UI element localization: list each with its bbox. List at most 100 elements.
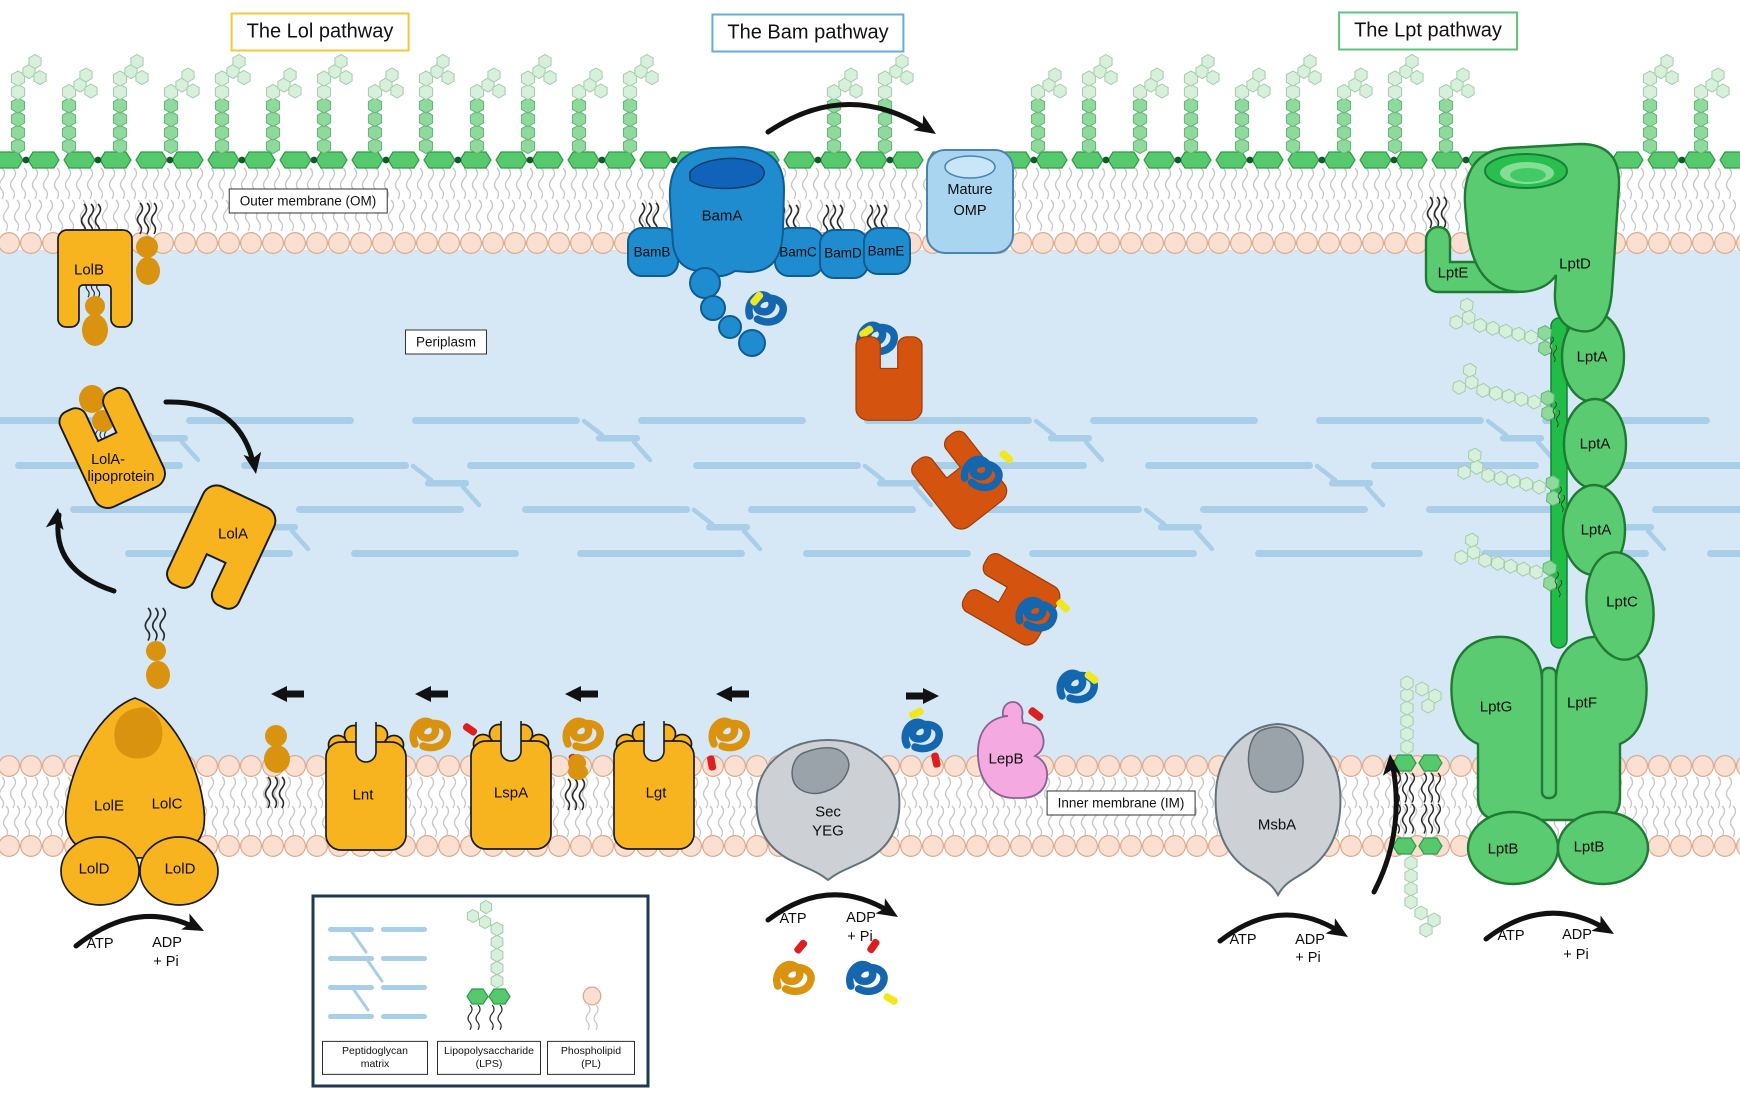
title-lpt-pathway: The Lpt pathway [1338,11,1518,51]
beta-signal [1084,671,1099,684]
outer-membrane-label: Outer membrane (OM) [228,188,388,214]
adp-label: ADP [152,934,182,951]
legend-phospholipid-line1: Phospholipid [560,1044,622,1057]
mature-omp-label-2: OMP [953,202,987,219]
msbA-flip-arrow [1371,759,1399,895]
lps-on-bridge [1454,532,1563,598]
lptC-label: LptC [1606,593,1638,611]
legend-phospholipid-label: Phospholipid (PL) [547,1040,635,1076]
lps-on-bridge [1449,297,1558,363]
cleaved-signal-peptide [1028,707,1044,721]
bamE-protein [863,227,911,275]
beta-signal [908,707,924,719]
atp-label: ATP [779,910,807,927]
sec-label-2: YEG [812,822,844,840]
lipoprotein-cargo [82,296,108,346]
beta-signal [750,291,764,306]
signal-peptide [707,755,717,771]
legend-peptidoglycan-label: Peptidoglycan matrix [322,1040,428,1076]
lptD-opening-lumen [1510,168,1546,182]
sec-label-1: Sec [815,803,841,821]
lipoprotein-precursor [776,963,813,993]
legend-lps-glyph [466,899,511,1031]
bamA-label: BamA [701,207,743,225]
lgt-label: Lgt [645,784,667,802]
lptD-label: LptD [1559,255,1591,273]
lptD-barrel [1463,142,1621,333]
legend-lps-label: Lipopolysaccharide (LPS) [437,1040,541,1076]
lolA-cycle-arrow-right [163,399,257,469]
bamC-label: BamC [779,244,817,260]
pi-label: + Pi [1563,946,1589,963]
lolE-label: LolE [93,797,125,815]
lptA-label: LptA [1580,521,1612,539]
secYEG-channel [791,747,850,795]
lptB-protein [1556,810,1650,886]
legend-glyphs [328,899,602,1031]
mature-omp-barrel [926,149,1014,254]
legend-phospholipid-line2: (PL) [581,1058,601,1070]
lptG-label: LptG [1479,698,1513,716]
lipoprotein-anchored-im [264,725,290,773]
lolA-label: LolA [217,525,249,543]
title-bam-pathway: The Bam pathway [711,13,905,53]
bam-folding-arrow [765,102,931,135]
legend-lps-line2: (LPS) [475,1058,503,1070]
beta-signal [1056,599,1070,613]
adp-label: ADP [846,909,876,926]
lolB-protein [57,229,133,328]
bamD-label: BamD [824,245,862,261]
cleaved-signal-peptide [462,723,478,736]
lptB-label: LptB [1573,838,1605,856]
bamA-lateral-gate [689,157,765,190]
adp-label: ADP [1562,926,1592,943]
lolD-right [139,836,219,906]
lepB-label: LepB [988,750,1024,768]
msbA-protein [1214,722,1342,898]
legend-peptidoglycan-line1: Peptidoglycan [342,1044,408,1057]
lipid-anchor [568,754,588,780]
lolA-lipoprotein-label-1: LolA- [91,451,125,468]
title-lol-pathway: The Lol pathway [230,12,410,52]
legend-phospholipid-glyph [582,986,602,1031]
legend-lps-line1: Lipopolysaccharide [444,1044,534,1057]
lptB-label: LptB [1487,840,1519,858]
signal-peptide [794,939,808,954]
lolA-lipoprotein-label-2: lipoprotein [87,468,155,485]
atp-label: ATP [86,935,114,952]
periplasm-label: Periplasm [404,329,488,355]
atp-arrow-lptB [1483,910,1609,942]
lptE-label: LptE [1437,264,1469,282]
beta-signal [883,993,898,1005]
pi-label: + Pi [153,953,179,970]
lptGF-channel-slot [1540,666,1558,800]
lptC-protein [1585,551,1655,661]
signal-peptide [931,752,941,768]
lepB-protein [977,701,1048,799]
bamE-label: BamE [867,243,905,259]
lptA-label: LptA [1576,348,1608,366]
pi-label: + Pi [847,928,873,945]
pi-label: + Pi [1295,949,1321,966]
lipoprotein-free [146,641,170,689]
lptA-label: LptA [1579,435,1611,453]
msbA-cavity [1247,726,1304,793]
lps-layer [10,53,1730,155]
lolD-label: LolD [78,860,110,878]
lps-cargo-molecules [1392,297,1566,938]
adp-label: ADP [1295,931,1325,948]
bamA-potra-domains [689,267,766,357]
legend-peptidoglycan-line2: matrix [360,1058,390,1070]
lipoprotein-in-lolEC [114,707,163,759]
lps-on-bridge [1452,362,1561,428]
lolB-label: LolB [73,261,105,279]
beta-signal [999,450,1014,464]
mature-omp-opening [944,155,996,179]
legend-peptidoglycan-glyph [328,927,427,1019]
lptF-label: LptF [1566,694,1598,712]
lolD-label: LolD [164,860,196,878]
lolA-lipoprotein-complex [54,383,171,514]
atp-arrow-msbA [1217,912,1343,944]
atp-label: ATP [1229,931,1257,948]
